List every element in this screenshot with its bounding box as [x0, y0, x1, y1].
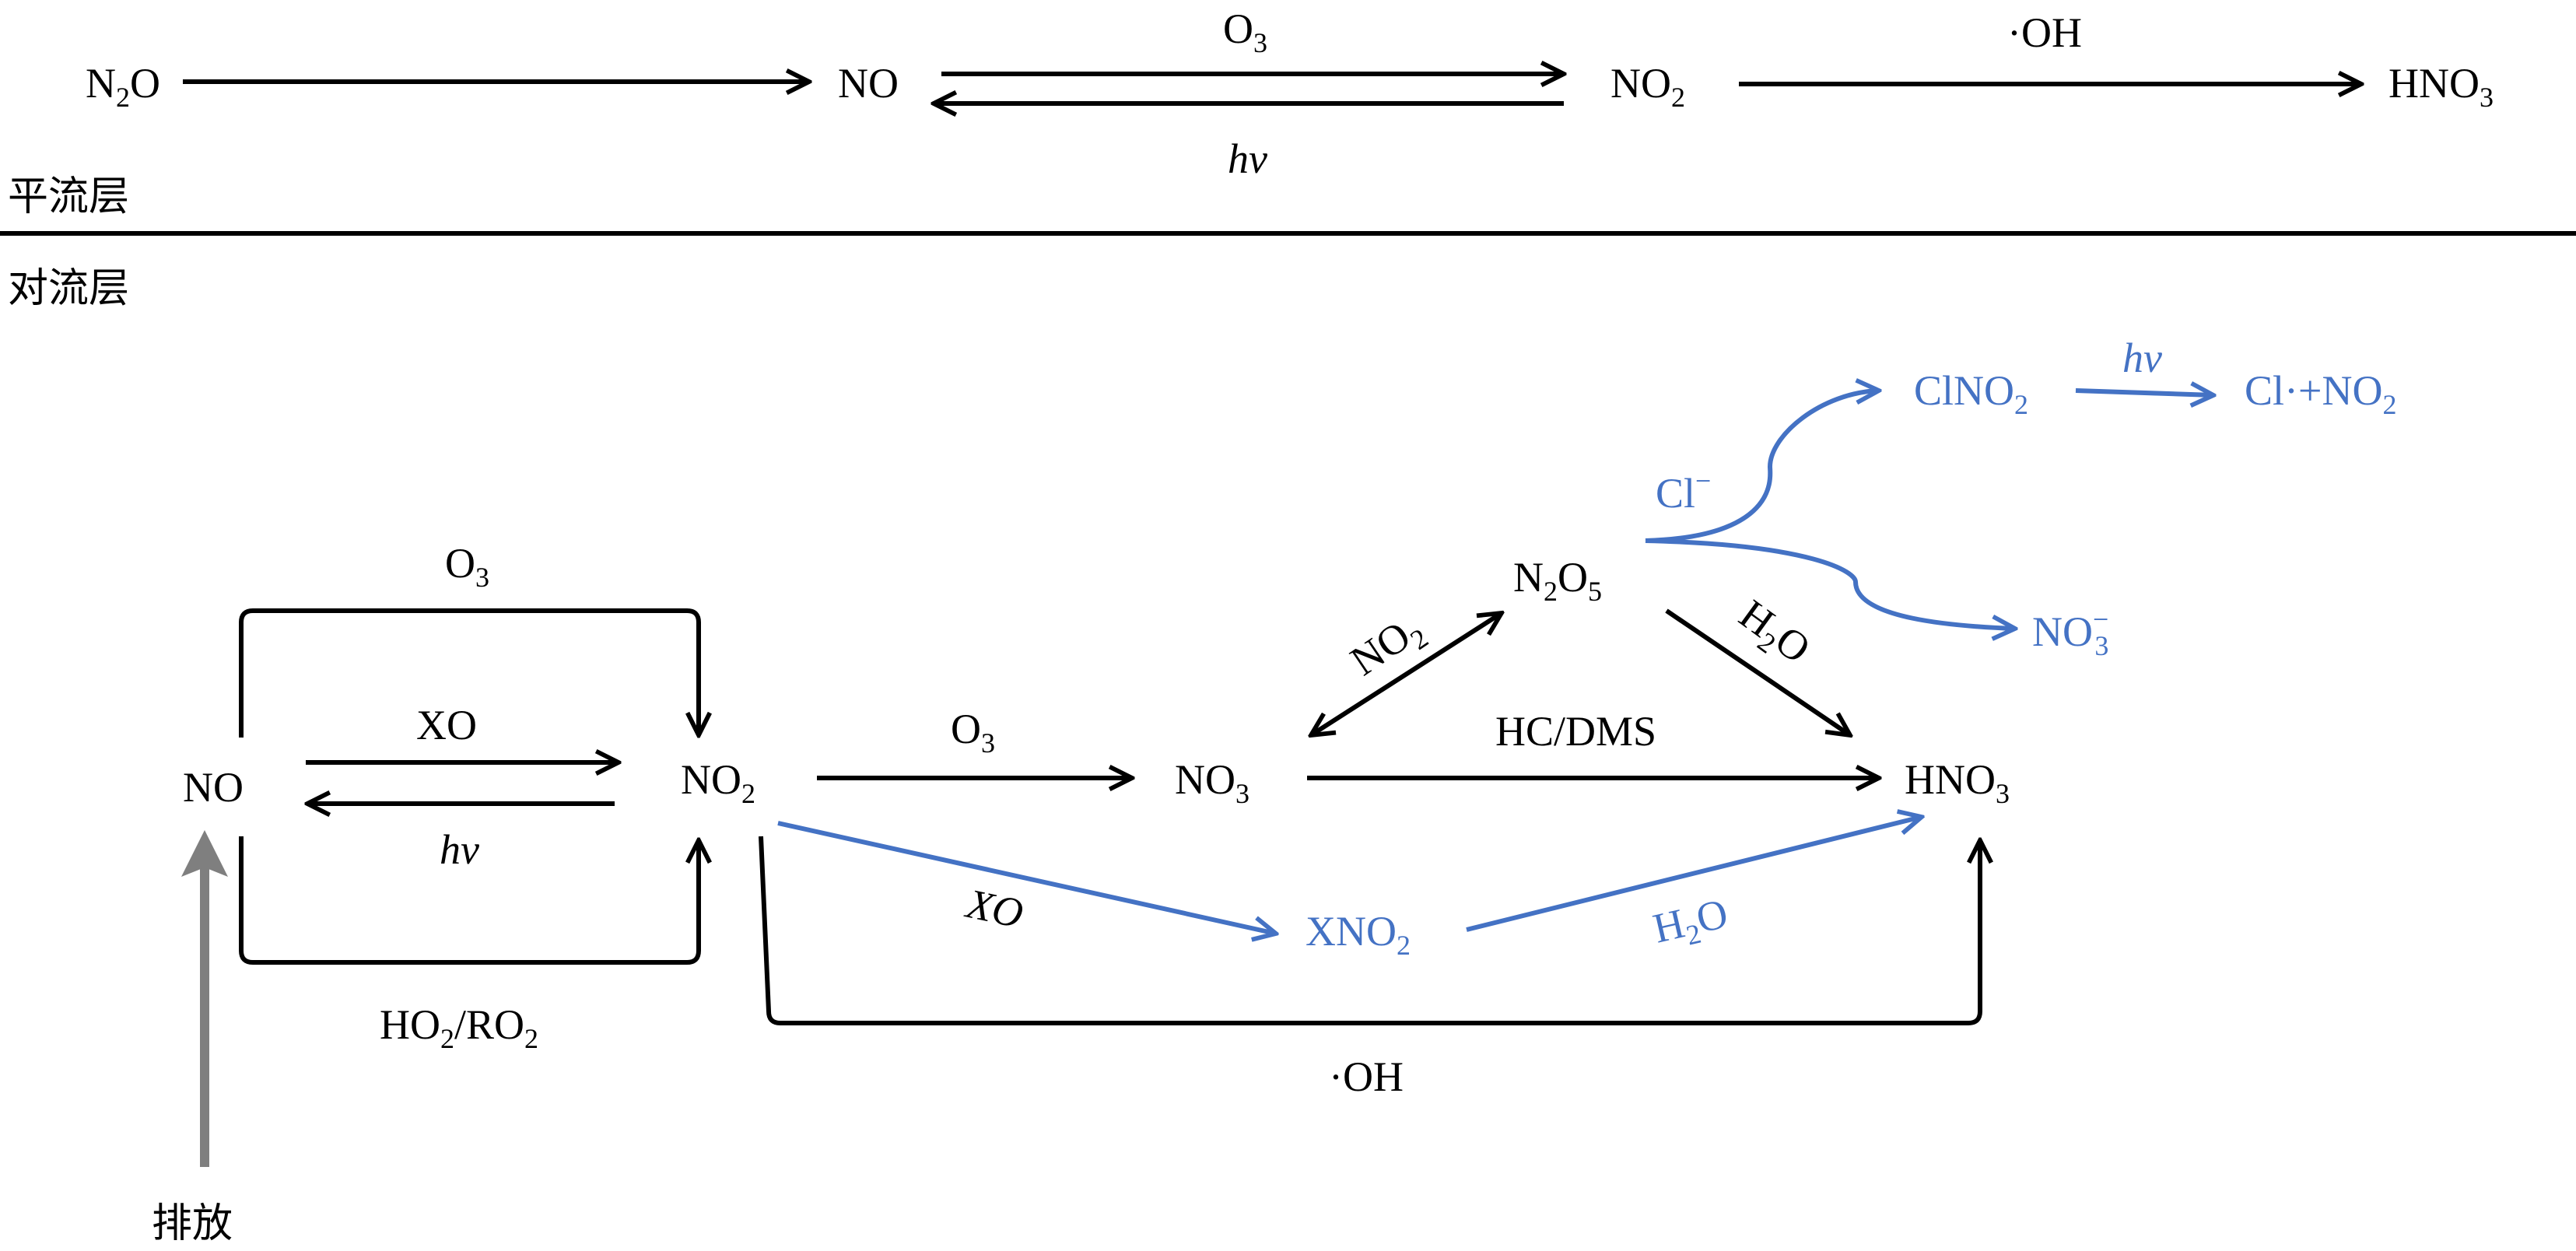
label-no2-diagonal: NO2: [1342, 604, 1434, 690]
label-xo-italic: XO: [962, 880, 1028, 937]
label-ho2-ro2: HO2/RO2: [380, 1001, 538, 1054]
arrow-clno2-to-cl-no2: [2075, 391, 2213, 395]
label-o3-strat: O3: [1223, 5, 1267, 58]
arrow-n2o5-to-no3-minus: [1645, 538, 2015, 629]
species-clno2: ClNO2: [1914, 367, 2028, 420]
label-o3-mid: O3: [951, 706, 995, 759]
species-nitrate-ion: NO−3: [2032, 604, 2108, 661]
label-hv-blue: hv: [2122, 335, 2162, 381]
species-n2o5: N2O5: [1513, 554, 1602, 607]
species-no-trop: NO: [183, 764, 244, 811]
label-emission: 排放: [152, 1200, 233, 1247]
arrow-no3-n2o5-bidirectional: [1311, 613, 1502, 735]
arrow-no-ho2ro2-loop-bottom: [239, 836, 699, 965]
layer-label-troposphere: 对流层: [8, 265, 129, 312]
arrow-no2-oh-to-hno3: [759, 836, 1980, 1025]
label-oh-strat: ·OH: [2007, 9, 2082, 56]
label-h2o-diagonal: H2O: [1727, 590, 1819, 677]
arrow-no-o3-loop-top: [239, 608, 699, 738]
troposphere-section: 对流层 NO NO2 NO3 N2O5 HNO3 XNO2 ClNO2 Cl·+…: [8, 265, 2396, 1247]
label-hc-dms: HC/DMS: [1495, 708, 1656, 755]
species-no-strat: NO: [838, 60, 899, 107]
species-no2-strat: NO2: [1610, 60, 1685, 113]
arrow-n2o5-to-hno3: [1665, 608, 1850, 735]
arrow-n2o5-cl-to-clno2: [1645, 391, 1879, 543]
label-hv-trop: hv: [440, 826, 479, 873]
species-no2-trop: NO2: [681, 756, 755, 809]
label-xo: XO: [416, 702, 477, 748]
arrow-no2-to-xno2: [777, 821, 1276, 934]
species-cl-radical-no2: Cl·+NO2: [2245, 367, 2396, 420]
species-n2o: N2O: [86, 60, 160, 113]
label-cl-minus: Cl−: [1656, 465, 1711, 517]
stratosphere-section: N2O NO NO2 HNO3 O3 hv ·OH 平流层: [8, 5, 2494, 220]
label-o3-top-loop: O3: [445, 540, 489, 593]
arrow-xno2-to-hno3: [1466, 817, 1922, 932]
label-oh-trop: ·OH: [1329, 1053, 1404, 1100]
layer-label-stratosphere: 平流层: [8, 173, 129, 220]
species-hno3-trop: HNO3: [1905, 756, 2010, 809]
species-no3-trop: NO3: [1175, 756, 1249, 809]
species-xno2: XNO2: [1306, 908, 1411, 961]
species-hno3-strat: HNO3: [2388, 60, 2494, 113]
label-hv-strat: hv: [1228, 135, 1267, 182]
label-h2o-blue: H2O: [1649, 890, 1733, 958]
